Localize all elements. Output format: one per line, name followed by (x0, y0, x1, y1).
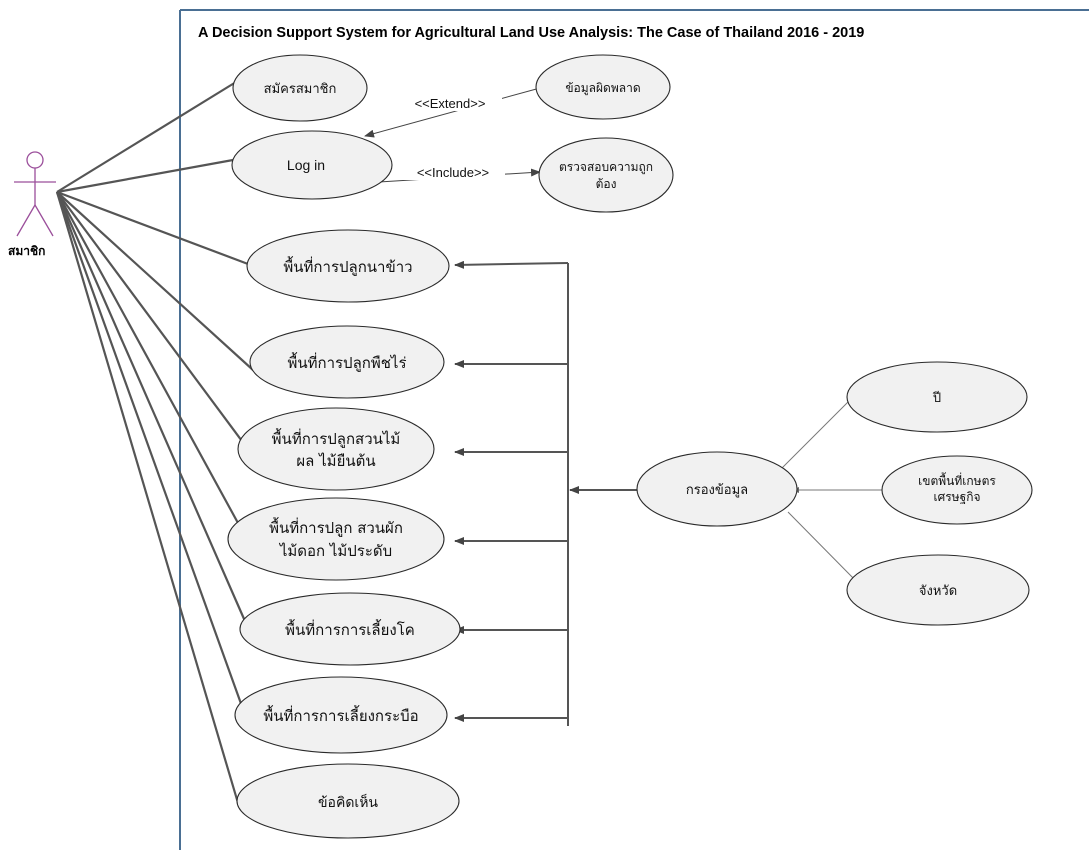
actor-associations (55, 81, 257, 804)
use-case-vegetables-label-1: พื้นที่การปลูก สวนผัก (269, 517, 403, 537)
use-case-error[interactable]: ข้อมูลผิดพลาด (535, 54, 671, 120)
actor-head (26, 151, 44, 169)
use-case-vegetables-label-2: ไม้ดอก ไม้ประดับ (279, 542, 392, 560)
use-case-rice[interactable]: พื้นที่การปลูกนาข้าว (246, 229, 450, 303)
actor-member (14, 151, 56, 237)
use-case-rice-label: พื้นที่การปลูกนาข้าว (283, 256, 412, 276)
use-case-login-label: Log in (287, 157, 325, 173)
diagram-title: A Decision Support System for Agricultur… (198, 25, 864, 41)
filter-bus (454, 260, 638, 726)
use-case-login[interactable]: Log in (231, 130, 393, 200)
include-label: <<Include>> (417, 165, 489, 180)
use-case-comment[interactable]: ข้อคิดเห็น (236, 763, 460, 839)
use-case-orchard-label-1: พื้นที่การปลูกสวนไม้ (272, 428, 401, 448)
extend-label: <<Extend>> (415, 96, 486, 111)
use-case-buffalo-label: พื้นที่การการเลี้ยงกระบือ (263, 705, 418, 725)
use-case-province[interactable]: จังหวัด (846, 554, 1030, 626)
use-case-field-crops-label: พื้นที่การปลูกพืชไร่ (287, 352, 406, 372)
use-case-province-label: จังหวัด (919, 584, 957, 599)
use-case-cattle-label: พื้นที่การการเลี้ยงโค (285, 619, 415, 639)
use-case-year[interactable]: ปี (846, 361, 1028, 433)
use-case-comment-label: ข้อคิดเห็น (318, 793, 378, 811)
use-case-zone-label-1: เขตพื้นที่เกษตร (918, 472, 996, 488)
use-case-field-crops[interactable]: พื้นที่การปลูกพืชไร่ (249, 325, 445, 399)
use-case-zone-label-2: เศรษฐกิจ (934, 490, 981, 504)
use-case-buffalo[interactable]: พื้นที่การการเลี้ยงกระบือ (234, 676, 448, 754)
actor-label: สมาชิก (8, 244, 45, 258)
use-case-register-label: สมัครสมาชิก (264, 82, 337, 97)
use-case-year-label: ปี (932, 390, 941, 406)
use-case-error-label: ข้อมูลผิดพลาด (565, 81, 640, 96)
use-case-register[interactable]: สมัครสมาชิก (232, 54, 368, 122)
system-boundary (179, 9, 1089, 850)
filter-criteria-links (781, 394, 884, 584)
use-case-zone[interactable]: เขตพื้นที่เกษตร เศรษฐกิจ (881, 455, 1033, 525)
use-case-cattle[interactable]: พื้นที่การการเลี้ยงโค (239, 592, 461, 666)
use-case-verify-label-2: ต้อง (596, 177, 617, 191)
use-case-filter-label: กรองข้อมูล (686, 483, 748, 498)
use-case-filter[interactable]: กรองข้อมูล (636, 451, 798, 527)
use-case-orchard-label-2: ผล ไม้ยืนต้น (296, 452, 375, 470)
use-case-orchard[interactable]: พื้นที่การปลูกสวนไม้ ผล ไม้ยืนต้น (237, 407, 435, 491)
extend-relation (364, 87, 541, 138)
use-case-verify-label-1: ตรวจสอบความถูก (559, 160, 653, 175)
use-case-vegetables[interactable]: พื้นที่การปลูก สวนผัก ไม้ดอก ไม้ประดับ (227, 497, 445, 581)
use-case-verify[interactable]: ตรวจสอบความถูก ต้อง (538, 137, 674, 213)
